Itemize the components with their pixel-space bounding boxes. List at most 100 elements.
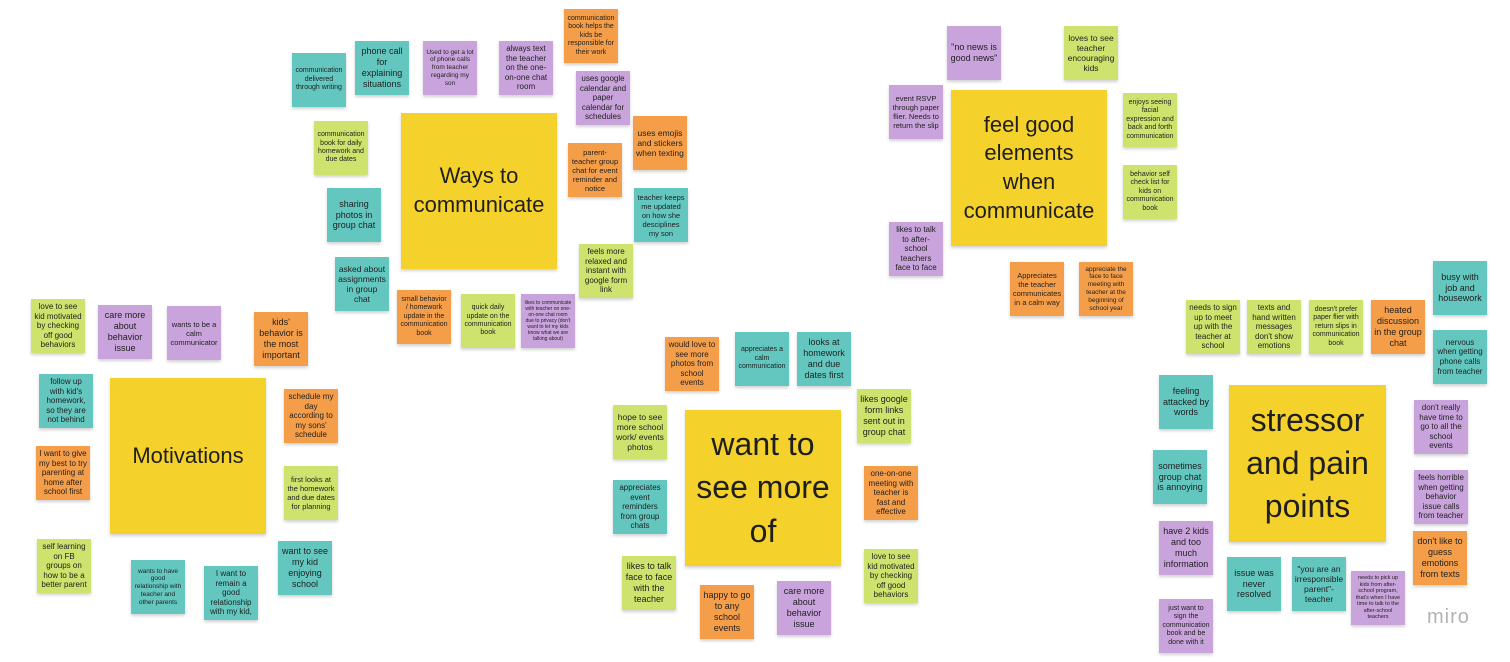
sticky-note-text: appreciates a calm communication xyxy=(738,346,786,371)
sticky-note[interactable]: looks at homework and due dates first xyxy=(797,332,851,386)
sticky-note[interactable]: appreciate the face to face meeting with… xyxy=(1079,262,1133,316)
sticky-note[interactable]: likes to talk face to face with the teac… xyxy=(622,556,676,610)
sticky-note-text: likes google form links sent out in grou… xyxy=(860,394,908,437)
sticky-note-stressor-and-pain-points[interactable]: stressor and pain points xyxy=(1229,385,1386,542)
sticky-note[interactable]: have 2 kids and too much information xyxy=(1159,521,1213,575)
sticky-note[interactable]: issue was never resolved xyxy=(1227,557,1281,611)
sticky-note[interactable]: don't really have time to go to all the … xyxy=(1414,400,1468,454)
sticky-note[interactable]: heated discussion in the group chat xyxy=(1371,300,1425,354)
sticky-note-text: have 2 kids and too much information xyxy=(1163,526,1209,569)
sticky-note[interactable]: needs to sign up to meet up with the tea… xyxy=(1186,300,1240,354)
sticky-note[interactable]: would love to see more photos from schoo… xyxy=(665,337,719,391)
sticky-note[interactable]: communication book helps the kids be res… xyxy=(564,9,618,63)
sticky-note-text: want to see more of xyxy=(696,426,830,549)
sticky-note[interactable]: likes to talk to after-school teachers f… xyxy=(889,222,943,276)
sticky-note-text: just want to sign the communication book… xyxy=(1162,605,1210,646)
sticky-note[interactable]: enjoys seeing facial expression and back… xyxy=(1123,93,1177,147)
sticky-note[interactable]: hope to see more school work/ events pho… xyxy=(613,405,667,459)
sticky-note[interactable]: loves to see teacher encouraging kids xyxy=(1064,26,1118,80)
sticky-note[interactable]: nervous when getting phone calls from te… xyxy=(1433,330,1487,384)
sticky-note-text: hope to see more school work/ events pho… xyxy=(616,411,664,453)
sticky-note-text: needs to sign up to meet up with the tea… xyxy=(1189,303,1237,351)
sticky-note[interactable]: small behavior / homework update in the … xyxy=(397,290,451,344)
sticky-note[interactable]: sharing photos in group chat xyxy=(327,188,381,242)
sticky-note[interactable]: first looks at the homework and due date… xyxy=(284,466,338,520)
sticky-note[interactable]: uses google calendar and paper calendar … xyxy=(576,71,630,125)
sticky-note[interactable]: "you are an irresponsible parent"- teach… xyxy=(1292,557,1346,611)
sticky-note-ways-to-communicate[interactable]: Ways to communicate xyxy=(401,113,557,269)
sticky-note-text: stressor and pain points xyxy=(1246,401,1369,525)
sticky-note[interactable]: feels horrible when getting behavior iss… xyxy=(1414,470,1468,524)
sticky-note[interactable]: follow up with kid's homework, so they a… xyxy=(39,374,93,428)
sticky-note[interactable]: event RSVP through paper flier. Needs to… xyxy=(889,85,943,139)
sticky-note-text: don't really have time to go to all the … xyxy=(1419,403,1463,451)
sticky-note-text: looks at homework and due dates first xyxy=(803,337,845,380)
sticky-note-text: small behavior / homework update in the … xyxy=(400,296,448,337)
sticky-note-text: uses google calendar and paper calendar … xyxy=(579,74,627,122)
sticky-note[interactable]: Used to get a lot of phone calls from te… xyxy=(423,41,477,95)
sticky-note-text: I want to give my best to try parenting … xyxy=(39,449,88,497)
sticky-note-want-to-see-more-of[interactable]: want to see more of xyxy=(685,410,841,566)
sticky-note[interactable]: behavior self check list for kids on com… xyxy=(1123,165,1177,219)
sticky-note-text: doesn't prefer paper flier with return s… xyxy=(1312,306,1360,347)
sticky-note-text: communication delivered through writing xyxy=(295,67,343,92)
sticky-note-text: "you are an irresponsible parent"- teach… xyxy=(1294,563,1344,605)
sticky-note[interactable]: I want to remain a good relationship wit… xyxy=(204,566,258,620)
sticky-note[interactable]: self learning on FB groups on how to be … xyxy=(37,539,91,593)
sticky-note[interactable]: likes google form links sent out in grou… xyxy=(857,389,911,443)
sticky-note[interactable]: quick daily update on the communication … xyxy=(461,294,515,348)
sticky-note-text: sharing photos in group chat xyxy=(332,198,376,231)
sticky-note[interactable]: just want to sign the communication book… xyxy=(1159,599,1213,653)
sticky-note[interactable]: texts and hand written messages don't sh… xyxy=(1247,300,1301,354)
sticky-note[interactable]: sometimes group chat is annoying xyxy=(1153,450,1207,504)
sticky-note[interactable]: appreciates event reminders from group c… xyxy=(613,480,667,534)
sticky-note[interactable]: "no news is good news" xyxy=(947,26,1001,80)
sticky-note[interactable]: always text the teacher on the one-on-on… xyxy=(499,41,553,95)
sticky-note-text: uses emojis and stickers when texting xyxy=(636,127,684,159)
sticky-note-text: event RSVP through paper flier. Needs to… xyxy=(892,94,940,130)
sticky-note[interactable]: doesn't prefer paper flier with return s… xyxy=(1309,300,1363,354)
sticky-note[interactable]: feels more relaxed and instant with goog… xyxy=(579,244,633,298)
sticky-note[interactable]: love to see kid motivated by checking of… xyxy=(31,299,85,353)
sticky-note[interactable]: likes to communicate with teacher on one… xyxy=(521,294,575,348)
sticky-note-motivations[interactable]: Motivations xyxy=(110,378,266,534)
sticky-note[interactable]: parent-teacher group chat for event remi… xyxy=(568,143,622,197)
sticky-note[interactable]: don't like to guess emotions from texts xyxy=(1413,531,1467,585)
sticky-note-text: texts and hand written messages don't sh… xyxy=(1252,303,1296,351)
sticky-note[interactable]: communication delivered through writing xyxy=(292,53,346,107)
sticky-note-text: phone call for explaining situations xyxy=(361,46,403,89)
sticky-note[interactable]: teacher keeps me updated on how she desc… xyxy=(634,188,688,242)
sticky-note[interactable]: needs to pick up kids from after-school … xyxy=(1351,571,1405,625)
sticky-note[interactable]: appreciates a calm communication xyxy=(735,332,789,386)
sticky-note-text: first looks at the homework and due date… xyxy=(287,475,335,511)
sticky-note-feel-good-elements[interactable]: feel good elements when communicate xyxy=(951,90,1107,246)
sticky-note[interactable]: want to see my kid enjoying school xyxy=(278,541,332,595)
sticky-note[interactable]: love to see kid motivated by checking of… xyxy=(864,549,918,603)
sticky-note-text: busy with job and housework xyxy=(1438,271,1482,304)
sticky-note[interactable]: one-on-one meeting with teacher is fast … xyxy=(864,466,918,520)
sticky-note-text: Appreciates the teacher communicates in … xyxy=(1012,271,1062,307)
sticky-note[interactable]: I want to give my best to try parenting … xyxy=(36,446,90,500)
sticky-note[interactable]: care more about behavior issue xyxy=(777,581,831,635)
miro-logo: miro xyxy=(1427,606,1470,628)
sticky-note[interactable]: Appreciates the teacher communicates in … xyxy=(1010,262,1064,316)
sticky-note[interactable]: uses emojis and stickers when texting xyxy=(633,116,687,170)
sticky-note[interactable]: schedule my day according to my sons' sc… xyxy=(284,389,338,443)
sticky-note[interactable]: happy to go to any school events xyxy=(700,585,754,639)
sticky-note[interactable]: kids' behavior is the most important xyxy=(254,312,308,366)
sticky-note[interactable]: wants to be a calm communicator xyxy=(167,306,221,360)
sticky-note-text: care more about behavior issue xyxy=(104,310,146,353)
sticky-note-text: feeling attacked by words xyxy=(1162,385,1210,418)
sticky-note[interactable]: asked about assignments in group chat xyxy=(335,257,389,311)
sticky-note[interactable]: wants to have good relationship with tea… xyxy=(131,560,185,614)
sticky-note-text: likes to talk to after-school teachers f… xyxy=(895,225,937,273)
sticky-note[interactable]: care more about behavior issue xyxy=(98,305,152,359)
sticky-note[interactable]: communication book for daily homework an… xyxy=(314,121,368,175)
sticky-note[interactable]: feeling attacked by words xyxy=(1159,375,1213,429)
sticky-note-text: feels more relaxed and instant with goog… xyxy=(584,247,628,295)
sticky-note-text: appreciates event reminders from group c… xyxy=(619,483,661,531)
sticky-note[interactable]: busy with job and housework xyxy=(1433,261,1487,315)
sticky-note[interactable]: phone call for explaining situations xyxy=(355,41,409,95)
sticky-note-text: want to see my kid enjoying school xyxy=(281,546,329,589)
